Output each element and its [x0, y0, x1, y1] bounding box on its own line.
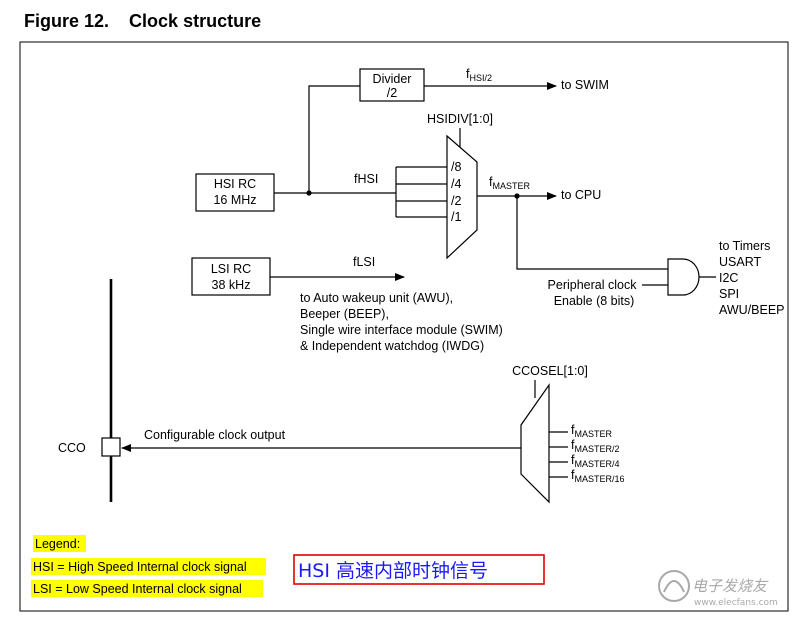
watermark-cn: 电子发烧友 [692, 577, 769, 595]
lsi-target-2: Single wire interface module (SWIM) [300, 323, 503, 337]
ccosel-label: CCOSEL[1:0] [512, 364, 588, 378]
legend-lsi-highlight [31, 580, 263, 597]
cco-input-2: fMASTER/4 [571, 453, 620, 469]
timers-target-1: USART [719, 255, 762, 269]
legend-hsi-highlight [31, 558, 266, 575]
legend-title: Legend: [35, 537, 80, 551]
watermark-logo-mark [663, 580, 685, 593]
mux-input-1: /1 [451, 210, 461, 224]
annotation-text: HSI 高速内部时钟信号 [298, 560, 488, 582]
legend-title-highlight [33, 535, 86, 552]
lsi-rc-frequency: 38 kHz [212, 278, 251, 292]
hsi-rc-label: HSI RC [214, 177, 256, 191]
fmaster-label: fMASTER [489, 175, 530, 191]
lsi-rc-label: LSI RC [211, 262, 251, 276]
cco-input-3: fMASTER/16 [571, 468, 625, 484]
hsi-rc-frequency: 16 MHz [213, 193, 256, 207]
timers-target-4: AWU/BEEP [719, 303, 785, 317]
divider-block [359, 68, 425, 102]
flsi-label: fLSI [353, 255, 375, 269]
hsidiv-label: HSIDIV[1:0] [427, 112, 493, 126]
cco-mux [520, 383, 550, 504]
peripheral-clock-label: Peripheral clock [548, 278, 638, 292]
lsi-target-1: Beeper (BEEP), [300, 307, 389, 321]
cco-input-1: fMASTER/2 [571, 438, 620, 454]
configurable-output-label: Configurable clock output [144, 428, 286, 442]
to-swim-label: to SWIM [561, 78, 609, 92]
figure-title-text: Clock structure [129, 11, 262, 31]
lsi-rc-block [191, 257, 271, 296]
peripheral-enable-label: Enable (8 bits) [554, 294, 635, 308]
cco-pin [101, 437, 121, 457]
mux-input-2: /2 [451, 194, 461, 208]
watermark: 电子发烧友 www.elecfans.com [658, 570, 778, 608]
figure-number: Figure 12. [24, 11, 110, 31]
to-cpu-label: to CPU [561, 188, 601, 202]
figure-title: Figure 12. Clock structure [24, 11, 261, 32]
hsi-to-divider-wire [308, 85, 360, 193]
fhsi-label: fHSI [354, 172, 378, 186]
divider-ratio: /2 [387, 86, 397, 100]
cco-input-0: fMASTER [571, 423, 612, 439]
diagram-frame [19, 41, 789, 612]
divider-label: Divider [373, 72, 412, 86]
watermark-url: www.elecfans.com [694, 598, 778, 608]
timers-target-3: SPI [719, 287, 739, 301]
hsidiv-mux [446, 134, 478, 260]
lsi-target-3: & Independent watchdog (IWDG) [300, 339, 484, 353]
mux-input-8: /8 [451, 160, 461, 174]
hsi-rc-block [195, 173, 275, 212]
mux-input-4: /4 [451, 177, 461, 191]
annotation-box [293, 554, 545, 585]
fhsi2-label: fHSI/2 [466, 67, 492, 83]
cco-label: CCO [58, 441, 86, 455]
peripheral-clock-wire [516, 196, 668, 270]
and-gate [667, 258, 700, 296]
legend-lsi: LSI = Low Speed Internal clock signal [33, 582, 242, 596]
watermark-logo-icon [658, 570, 690, 602]
timers-target-0: to Timers [719, 239, 770, 253]
timers-target-2: I2C [719, 271, 738, 285]
legend-hsi: HSI = High Speed Internal clock signal [33, 560, 247, 574]
lsi-target-0: to Auto wakeup unit (AWU), [300, 291, 453, 305]
